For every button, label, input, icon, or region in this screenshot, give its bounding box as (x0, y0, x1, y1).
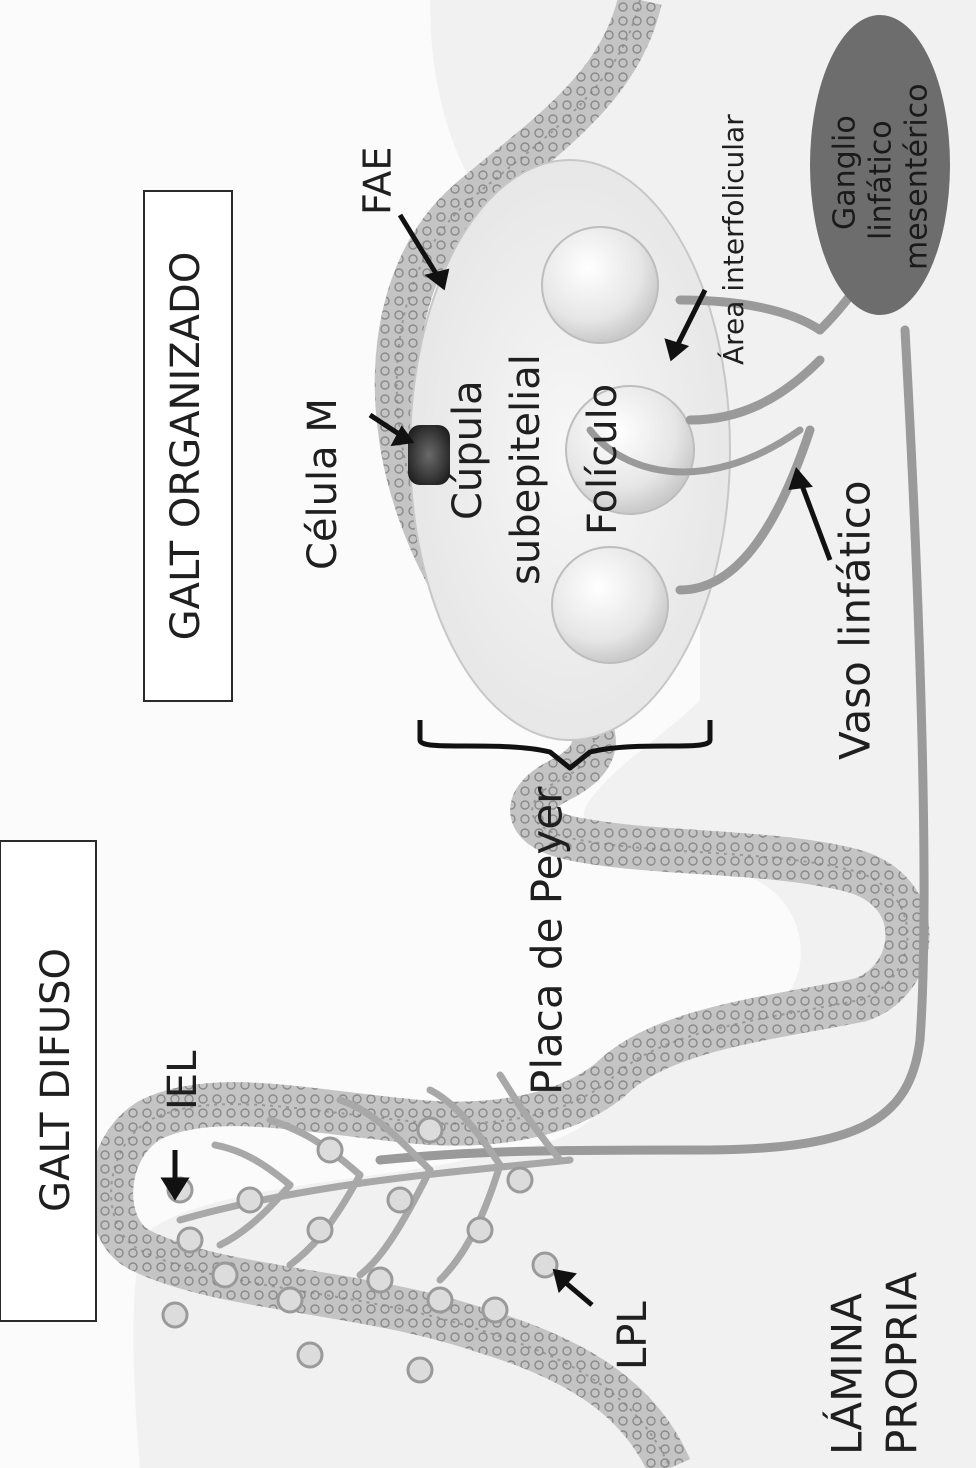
follicle-3 (552, 547, 668, 663)
label-lamina-line2: PROPRIA (878, 1272, 927, 1455)
label-lamina-line1: LÁMINA (822, 1293, 872, 1455)
label-placa-peyer: Placa de Peyer (523, 786, 572, 1095)
label-ganglio-line1: Ganglio (828, 115, 863, 230)
label-fae: FAE (356, 147, 400, 215)
label-iel: IEL (160, 1050, 206, 1110)
title-box-diffuse: GALT DIFUSO (0, 841, 96, 1321)
label-foliculo: Folículo (580, 384, 626, 535)
label-celula-m: Célula M (300, 398, 346, 570)
label-cupula-line1: Cúpula (445, 380, 491, 520)
m-cell (408, 425, 450, 485)
label-lpl: LPL (610, 1301, 656, 1370)
label-ganglio-line2: linfático (864, 120, 899, 240)
label-vaso-linfatico: Vaso linfático (831, 480, 880, 760)
title-organized: GALT ORGANIZADO (163, 252, 209, 641)
title-diffuse: GALT DIFUSO (33, 948, 79, 1212)
label-ganglio-line3: mesentérico (900, 83, 935, 270)
label-cupula-line2: subepitelial (503, 354, 549, 585)
label-area-interfolicular: Área interfolicular (716, 114, 750, 365)
follicle-1 (542, 227, 658, 343)
title-box-organized: GALT ORGANIZADO (144, 191, 232, 701)
